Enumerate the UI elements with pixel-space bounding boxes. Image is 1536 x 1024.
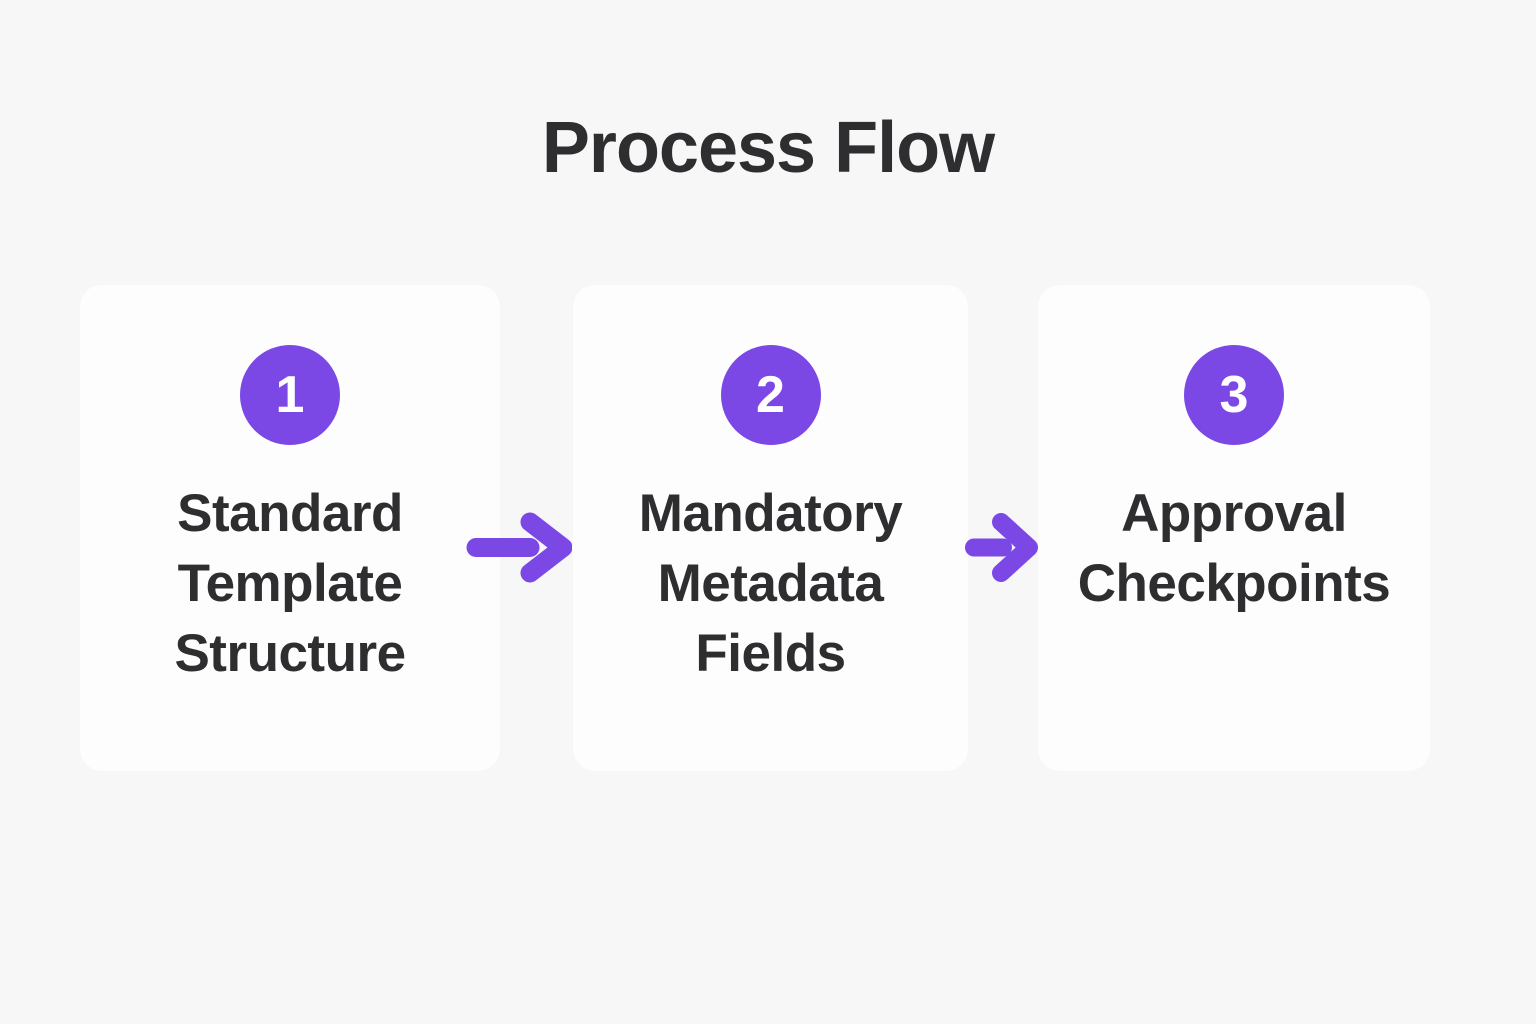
step-2-number: 2 [756, 366, 785, 424]
step-2-number-badge: 2 [720, 345, 821, 445]
step-2-label: Mandatory Metadata Fields [638, 484, 903, 683]
page-title: Process Flow [541, 108, 995, 188]
step-1-label: Standard Template Structure [174, 484, 406, 683]
step-card-2: 2 Mandatory Metadata Fields [573, 285, 968, 771]
step-3-label: Approval Checkpoints [1077, 484, 1391, 613]
step-card-3: 3 Approval Checkpoints [1038, 285, 1430, 771]
step-3-number-badge: 3 [1184, 345, 1284, 445]
step-card-1: 1 Standard Template Structure [80, 285, 500, 771]
step-1-number: 1 [275, 366, 305, 424]
arrow-right-icon [466, 512, 572, 583]
step-3-number: 3 [1219, 366, 1249, 424]
arrow-right-icon [965, 513, 1038, 582]
step-1-number-badge: 1 [240, 345, 340, 445]
